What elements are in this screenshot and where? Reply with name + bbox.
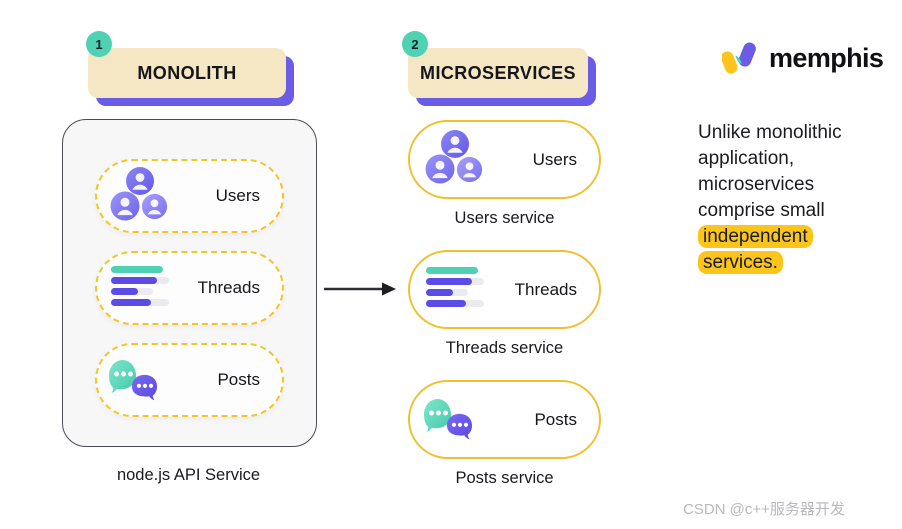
posts-icon: [424, 392, 490, 447]
users-icon: [109, 166, 171, 227]
monolith-title-card: MONOLITH: [88, 48, 286, 98]
step-badge-2-label: 2: [411, 36, 419, 52]
memphis-logo-icon: [722, 42, 756, 74]
caption-block: Unlike monolithic application, microserv…: [698, 120, 890, 276]
service-pill-posts-label: Posts: [534, 409, 577, 429]
users-icon: [424, 129, 486, 190]
monolith-module-threads-label: Threads: [197, 278, 260, 297]
monolith-title-label: MONOLITH: [137, 62, 237, 83]
service-pill-posts[interactable]: Posts: [408, 380, 601, 459]
service-caption-threads: Threads service: [445, 339, 564, 357]
step-badge-1-label: 1: [95, 36, 103, 52]
microservices-title-card: MICROSERVICES: [408, 48, 588, 98]
service-pill-users-label: Users: [532, 149, 577, 169]
caption-lead-text: Unlike monolithic application, microserv…: [698, 122, 842, 221]
posts-icon: [109, 353, 175, 408]
service-pill-users[interactable]: Users: [408, 120, 601, 199]
monolith-module-threads[interactable]: Threads: [95, 251, 284, 325]
memphis-wordmark: memphis: [769, 42, 884, 73]
flow-arrow-right: [324, 282, 396, 296]
caption-highlight-text: independent services.: [698, 225, 813, 274]
service-caption-posts: Posts service: [455, 469, 554, 487]
watermark: CSDN @c++服务器开发: [683, 501, 845, 518]
service-caption-users: Users service: [454, 209, 555, 227]
step-badge-1: 1: [86, 31, 112, 57]
memphis-logo: memphis: [722, 41, 884, 75]
monolith-module-posts-label: Posts: [217, 370, 260, 389]
microservices-title-label: MICROSERVICES: [420, 62, 576, 83]
threads-icon: [109, 264, 173, 313]
monolith-caption: node.js API Service: [116, 466, 261, 484]
monolith-module-users[interactable]: Users: [95, 159, 284, 233]
monolith-module-users-label: Users: [215, 186, 260, 205]
service-pill-threads-label: Threads: [514, 279, 577, 299]
step-badge-2: 2: [402, 31, 428, 57]
service-pill-threads[interactable]: Threads: [408, 250, 601, 329]
threads-icon: [424, 265, 488, 314]
monolith-container: Users Threads: [62, 119, 317, 447]
monolith-module-posts[interactable]: Posts: [95, 343, 284, 417]
